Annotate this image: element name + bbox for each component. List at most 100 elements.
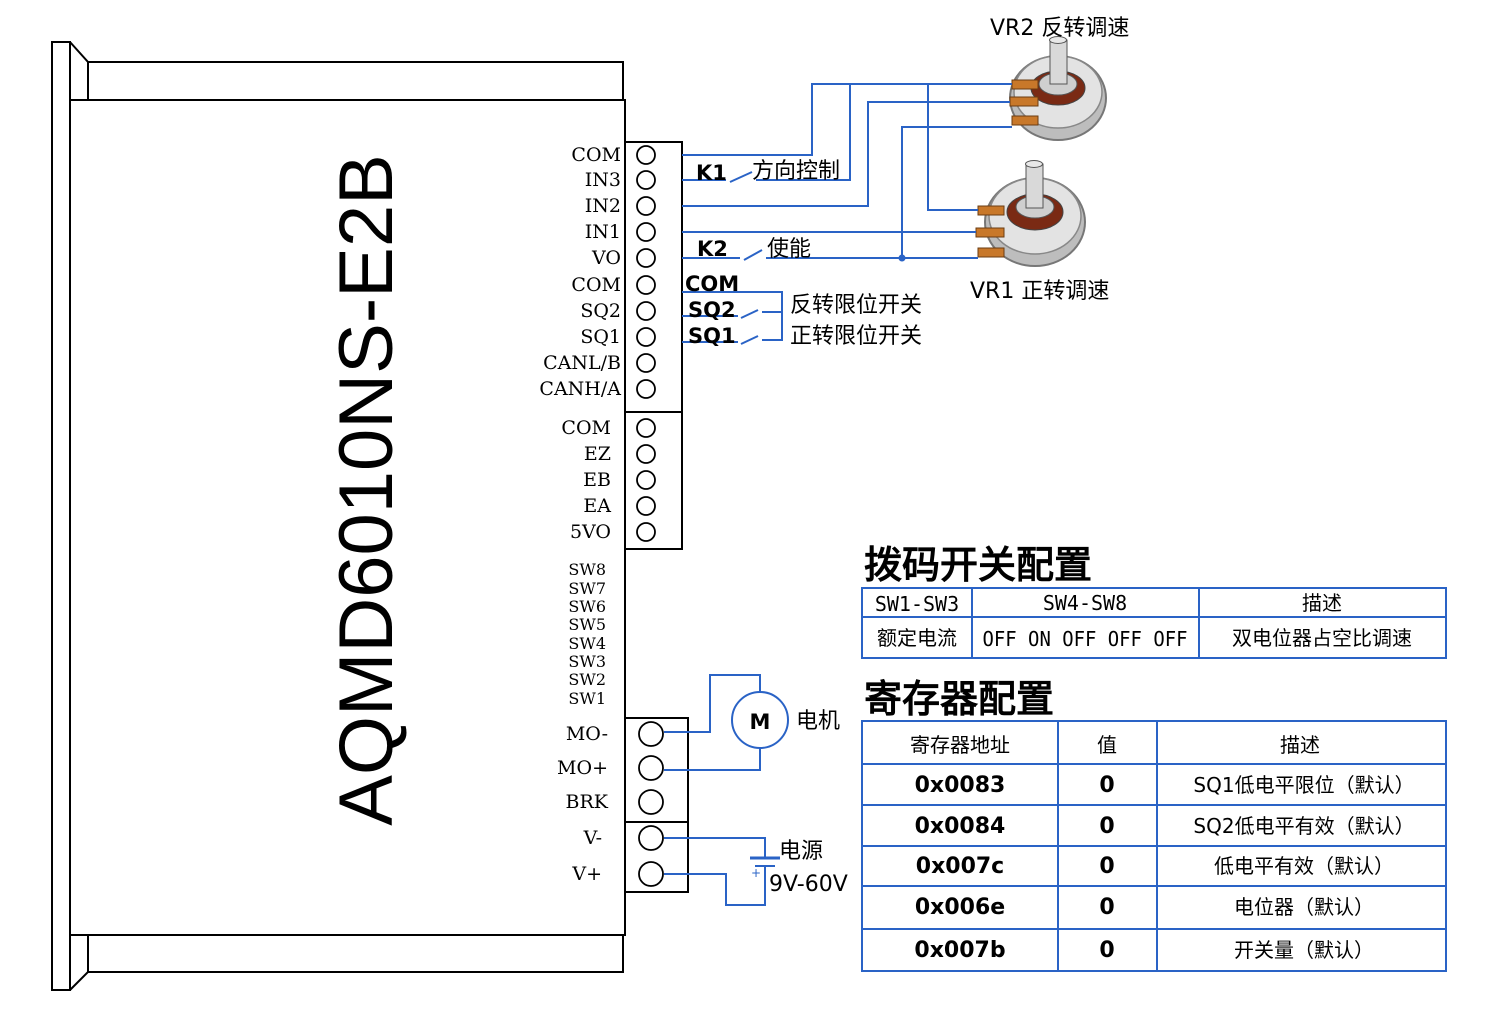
sq2-label: SQ2 [688, 298, 736, 322]
register-address: 0x0083 [915, 773, 1006, 798]
register-header-value: 值 [1097, 733, 1117, 757]
motor-symbol-letter: M [750, 710, 771, 734]
sq1-description: 正转限位开关 [790, 324, 922, 349]
pin-label-v: V- [583, 827, 602, 849]
pin-label-5vo: 5VO [570, 521, 611, 543]
com-label: COM [685, 272, 739, 296]
pin-label-brk: BRK [566, 791, 609, 813]
register-value: 0 [1099, 854, 1114, 879]
pin-label-v: V+ [571, 863, 602, 885]
pin-label-mo: MO- [566, 723, 608, 745]
dip-cell-current: 额定电流 [877, 626, 957, 650]
pin-label-com: COM [561, 417, 611, 439]
dip-header-sw4-sw8: SW4-SW8 [1043, 591, 1127, 615]
register-description: SQ1低电平限位（默认） [1193, 773, 1414, 797]
model-name: AQMD6010NS-E2B [324, 154, 409, 826]
pin-label-com: COM [571, 274, 621, 296]
terminal-screw [636, 496, 656, 516]
dip-switch-config: 拨码开关配置 SW1-SW3 SW4-SW8 描述 额定电流 OFF ON OF… [861, 543, 1447, 659]
register-address: 0x0084 [915, 814, 1006, 839]
dip-switch-sw4: SW4 [568, 634, 606, 653]
terminal-screw [636, 222, 656, 242]
terminal-screw [636, 248, 656, 268]
motor-symbol: M [731, 691, 789, 749]
register-header-address: 寄存器地址 [910, 733, 1010, 757]
terminal-pins-motor: MO- MO+ BRK [557, 721, 664, 815]
dip-switch-sw3: SW3 [568, 652, 606, 671]
dip-switch-sw5: SW5 [568, 615, 606, 634]
terminal-screw [636, 145, 656, 165]
register-address: 0x006e [915, 895, 1005, 920]
terminal-screw [638, 861, 664, 887]
pin-label-in3: IN3 [585, 169, 621, 191]
power-range: 9V-60V [769, 872, 848, 897]
sq1-label: SQ1 [688, 324, 736, 348]
k2-label: K2 [697, 237, 728, 261]
terminal-screw [636, 327, 656, 347]
terminal-screw [636, 444, 656, 464]
potentiometer-vr2 [1009, 36, 1107, 141]
motor-label: 电机 [796, 709, 840, 734]
terminal-screw [638, 789, 664, 815]
register-address: 0x007c [916, 854, 1004, 879]
register-value: 0 [1099, 814, 1114, 839]
pin-label-canl-b: CANL/B [543, 352, 621, 374]
pin-label-vo: VO [591, 247, 621, 269]
k1-label: K1 [696, 161, 727, 185]
dip-switch-sw7: SW7 [568, 579, 606, 598]
register-description: 电位器（默认） [1234, 895, 1374, 919]
terminal-screw [636, 170, 656, 190]
dip-switch-sw6: SW6 [568, 597, 606, 616]
dip-header-description: 描述 [1302, 591, 1342, 615]
terminal-screw [636, 522, 656, 542]
terminal-screw [638, 721, 664, 747]
terminal-screw [638, 755, 664, 781]
controller-housing: AQMD6010NS-E2B [51, 41, 626, 991]
pin-label-com: COM [571, 144, 621, 166]
pin-label-eb: EB [583, 469, 611, 491]
terminal-screw [636, 196, 656, 216]
terminal-pins-power: V- V+ [571, 825, 664, 887]
k2-description: 使能 [767, 237, 811, 262]
register-value: 0 [1099, 938, 1114, 963]
terminal-screw [636, 379, 656, 399]
register-description: 开关量（默认） [1234, 938, 1374, 962]
vr2-label: VR2 反转调速 [990, 16, 1129, 41]
register-value: 0 [1099, 773, 1114, 798]
pin-label-canh-a: CANH/A [539, 378, 621, 400]
terminal-screw [638, 825, 664, 851]
pin-label-sq2: SQ2 [580, 300, 621, 322]
vr1-label: VR1 正转调速 [970, 279, 1109, 304]
potentiometer-vr1 [975, 160, 1086, 267]
register-address: 0x007b [914, 938, 1005, 963]
wiring-lines [664, 83, 1012, 906]
dip-header-sw1-sw3: SW1-SW3 [875, 592, 959, 616]
terminal-screw [636, 275, 656, 295]
plus-sign: + [751, 866, 761, 880]
wiring-labels: K1 方向控制 K2 使能 COM SQ2 反转限位开关 SQ1 正转限位开关 … [685, 16, 1129, 897]
dip-switch-sw2: SW2 [568, 670, 606, 689]
pin-label-mo: MO+ [557, 757, 608, 779]
register-description: 低电平有效（默认） [1214, 854, 1394, 878]
terminal-pins-encoder: COM EZ EB EA 5VO [561, 417, 656, 543]
terminal-screw [636, 301, 656, 321]
pin-label-in2: IN2 [585, 195, 621, 217]
pin-label-sq1: SQ1 [580, 326, 621, 348]
pin-label-ez: EZ [584, 443, 611, 465]
pin-label-in1: IN1 [585, 221, 621, 243]
dip-switch-sw8: SW8 [568, 560, 606, 579]
register-table-title: 寄存器配置 [864, 677, 1054, 721]
power-label: 电源 [779, 839, 823, 864]
dip-switch-sw1: SW1 [568, 689, 606, 708]
register-description: SQ2低电平有效（默认） [1193, 814, 1414, 838]
register-header-description: 描述 [1280, 733, 1320, 757]
terminal-screw [636, 353, 656, 373]
k1-description: 方向控制 [752, 159, 840, 184]
pin-label-ea: EA [583, 495, 611, 517]
terminal-screw [636, 418, 656, 438]
